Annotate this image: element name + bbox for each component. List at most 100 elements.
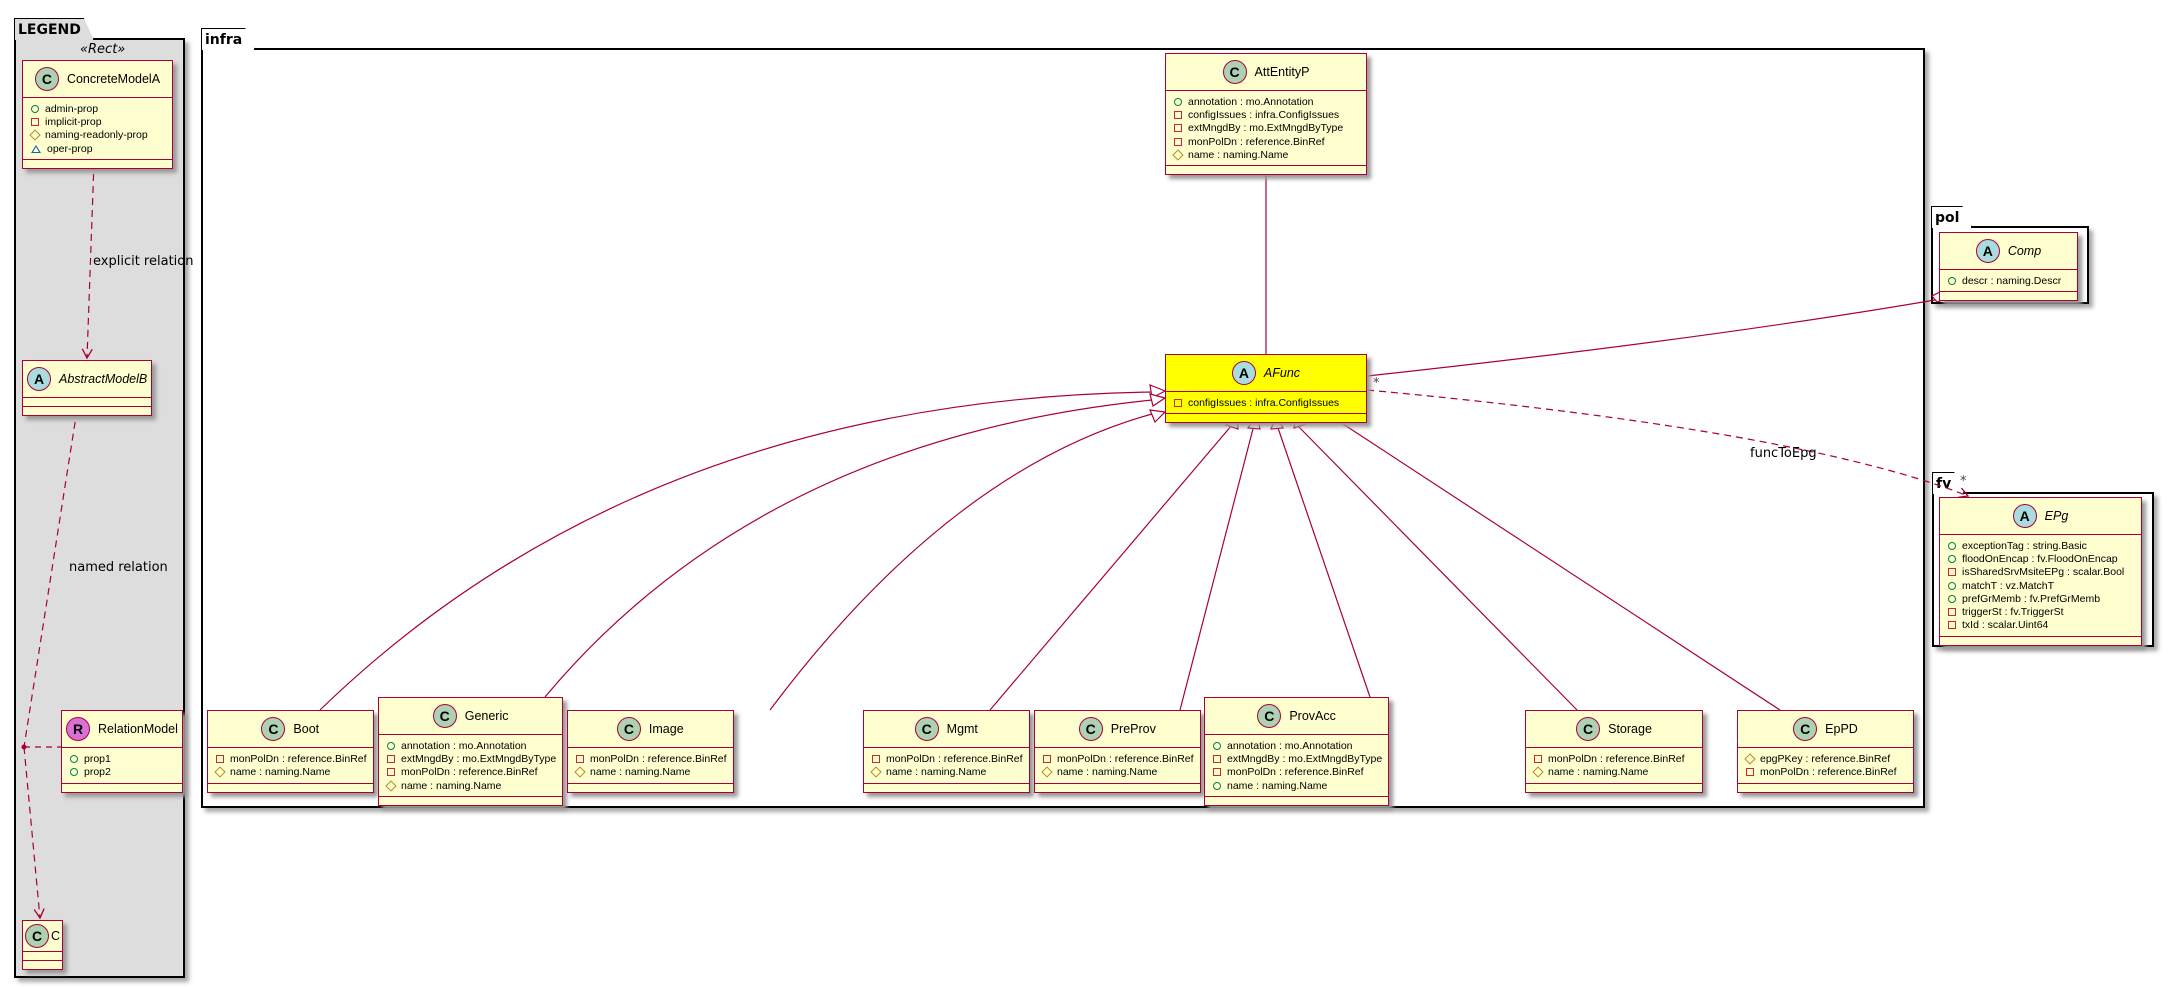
public-visibility-icon [1948, 276, 1956, 285]
attribute-text: configIssues : infra.ConfigIssues [1188, 108, 1340, 121]
attribute: naming-readonly-prop [29, 129, 166, 142]
attribute: monPolDn : reference.BinRef [872, 752, 1023, 765]
class-icon: C [914, 717, 939, 741]
attribute-text: monPolDn : reference.BinRef [1548, 752, 1685, 765]
protected-visibility-icon [385, 779, 397, 792]
attribute-text: matchT : vz.MatchT [1962, 579, 2054, 592]
attribute-text: monPolDn : reference.BinRef [401, 766, 538, 779]
multiplicity-comp: * [1373, 376, 1380, 391]
explicit-relation-label: explicit relation [93, 254, 194, 269]
protected-visibility-icon [29, 129, 41, 141]
private-visibility-icon [387, 768, 395, 777]
class-methods [1940, 292, 2077, 300]
private-visibility-icon [1174, 110, 1182, 119]
protected-visibility-icon [870, 766, 882, 778]
protected-visibility-icon [1172, 149, 1184, 161]
attribute-text: monPolDn : reference.BinRef [590, 752, 727, 765]
attribute-text: monPolDn : reference.BinRef [230, 752, 367, 765]
attribute-text: naming-readonly-prop [45, 129, 148, 142]
class-methods [1166, 166, 1366, 174]
class-name: PreProv [1110, 722, 1156, 736]
attribute: name : naming.Name [1041, 765, 1194, 778]
class-icon: C [261, 717, 286, 741]
class-afunc[interactable]: A AFunc configIssues : infra.ConfigIssues [1165, 354, 1367, 424]
private-visibility-icon [1174, 137, 1182, 146]
attribute-text: triggerSt : fv.TriggerSt [1962, 606, 2064, 619]
public-visibility-icon [70, 767, 78, 776]
attribute: prop2 [70, 765, 176, 778]
abstract-class-icon: A [1975, 239, 2000, 263]
class-name: Comp [2007, 244, 2042, 258]
class-name: AFunc [1263, 366, 1301, 380]
attribute: name : naming.Name [870, 765, 1023, 778]
class-methods [379, 797, 562, 805]
class-methods [1738, 784, 1913, 792]
attribute-text: descr : naming.Descr [1962, 274, 2062, 287]
class-icon: C [1576, 717, 1601, 741]
private-visibility-icon [387, 754, 395, 763]
legend-stereotype: «Rect» [80, 42, 126, 57]
class-comp[interactable]: A Comp descr : naming.Descr [1939, 232, 2078, 302]
named-relation-label: named relation [69, 560, 168, 575]
package-legend-title: LEGEND [14, 18, 94, 40]
class-name: Image [648, 722, 684, 736]
attribute-text: monPolDn : reference.BinRef [1188, 135, 1325, 148]
class-name: C [51, 929, 61, 943]
attribute: floodOnEncap : fv.FloodOnEncap [1948, 552, 2135, 565]
attribute: name : naming.Name [385, 779, 556, 792]
attribute-text: name : naming.Name [230, 765, 331, 778]
package-infra-title: infra [201, 28, 255, 50]
class-name: ProvAcc [1289, 709, 1336, 723]
class-icon: C [1257, 704, 1282, 728]
class-name: AttEntityP [1254, 65, 1310, 79]
inherit-boot [319, 391, 1153, 711]
class-attributes: configIssues : infra.ConfigIssues [1166, 392, 1366, 415]
attribute: name : naming.Name [574, 765, 727, 778]
public-visibility-icon [1948, 541, 1956, 550]
private-visibility-icon [1948, 608, 1956, 617]
class-name: Generic [464, 709, 509, 723]
attribute: monPolDn : reference.BinRef [1043, 752, 1194, 765]
attribute: monPolDn : reference.BinRef [1746, 765, 1907, 778]
attribute: name : naming.Name [1532, 765, 1696, 778]
abstract-class-icon: A [1231, 361, 1256, 385]
private-visibility-icon [576, 754, 584, 763]
attribute-text: extMngdBy : mo.ExtMngdByType [1188, 122, 1344, 135]
attribute-text: monPolDn : reference.BinRef [1057, 752, 1194, 765]
attribute: descr : naming.Descr [1948, 274, 2071, 287]
class-icon: C [1222, 60, 1247, 84]
attribute: monPolDn : reference.BinRef [216, 752, 367, 765]
class-methods [23, 407, 151, 415]
class-attributes: descr : naming.Descr [1940, 270, 2077, 293]
class-methods [1035, 784, 1200, 792]
